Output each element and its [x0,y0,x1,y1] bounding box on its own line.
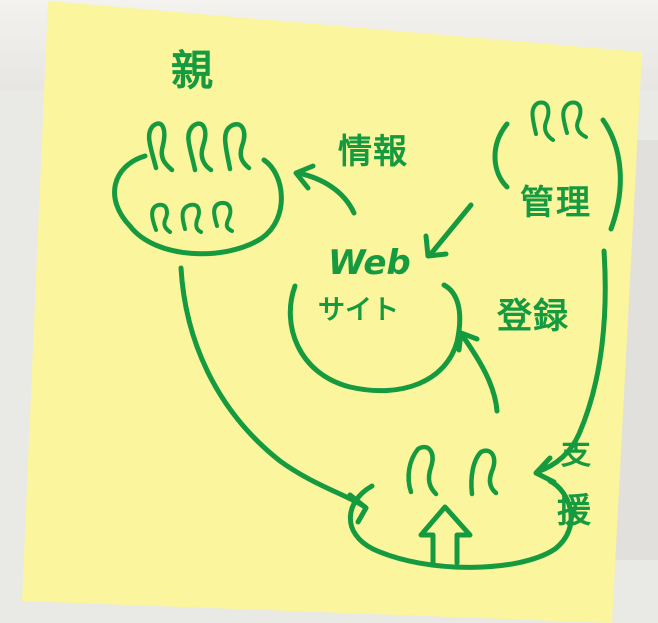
person-icon [406,444,439,497]
parent-icons-bottom [150,200,234,234]
parent-icons-top [146,121,252,173]
person-icon [222,122,252,172]
person-icon [186,121,214,173]
register-arrow-head [456,330,480,353]
parent-label: 親 [171,46,214,95]
parent-to-children-arrowhead [347,492,369,525]
manage-icons [530,100,588,142]
person-icon [150,202,172,234]
manage-label: 管理 [520,183,592,223]
support-label-bottom: 援 [557,491,591,531]
person-icon [469,448,499,497]
info-arrow-line [295,170,357,216]
manage-group-left-bracket [492,121,510,190]
support-label-top: 支 [561,437,591,472]
manage-to-web-arrow-head [423,233,449,259]
children-group-circle [347,478,574,570]
register-arrow-line [459,332,500,414]
web-label: Web [328,243,411,283]
person-icon [146,121,175,173]
info-label: 情報 [338,132,408,172]
support-arrow-head [533,455,557,485]
register-label: 登録 [497,297,570,337]
manage-group-right-bracket [600,117,623,232]
parent-group-circle [112,153,284,257]
person-icon [212,200,234,233]
website-circle [287,282,463,394]
note-paper [22,1,642,623]
site-label: サイト [318,295,399,326]
upward-arrow-icon [418,504,473,566]
children-icons [406,444,499,497]
manage-to-web-arrow-line [427,202,474,258]
person-icon [530,100,555,142]
info-arrow-head [293,163,316,191]
parent-to-children-line [178,265,368,510]
person-icon [180,202,203,234]
person-icon [561,100,588,139]
support-arrow-line [534,248,608,475]
